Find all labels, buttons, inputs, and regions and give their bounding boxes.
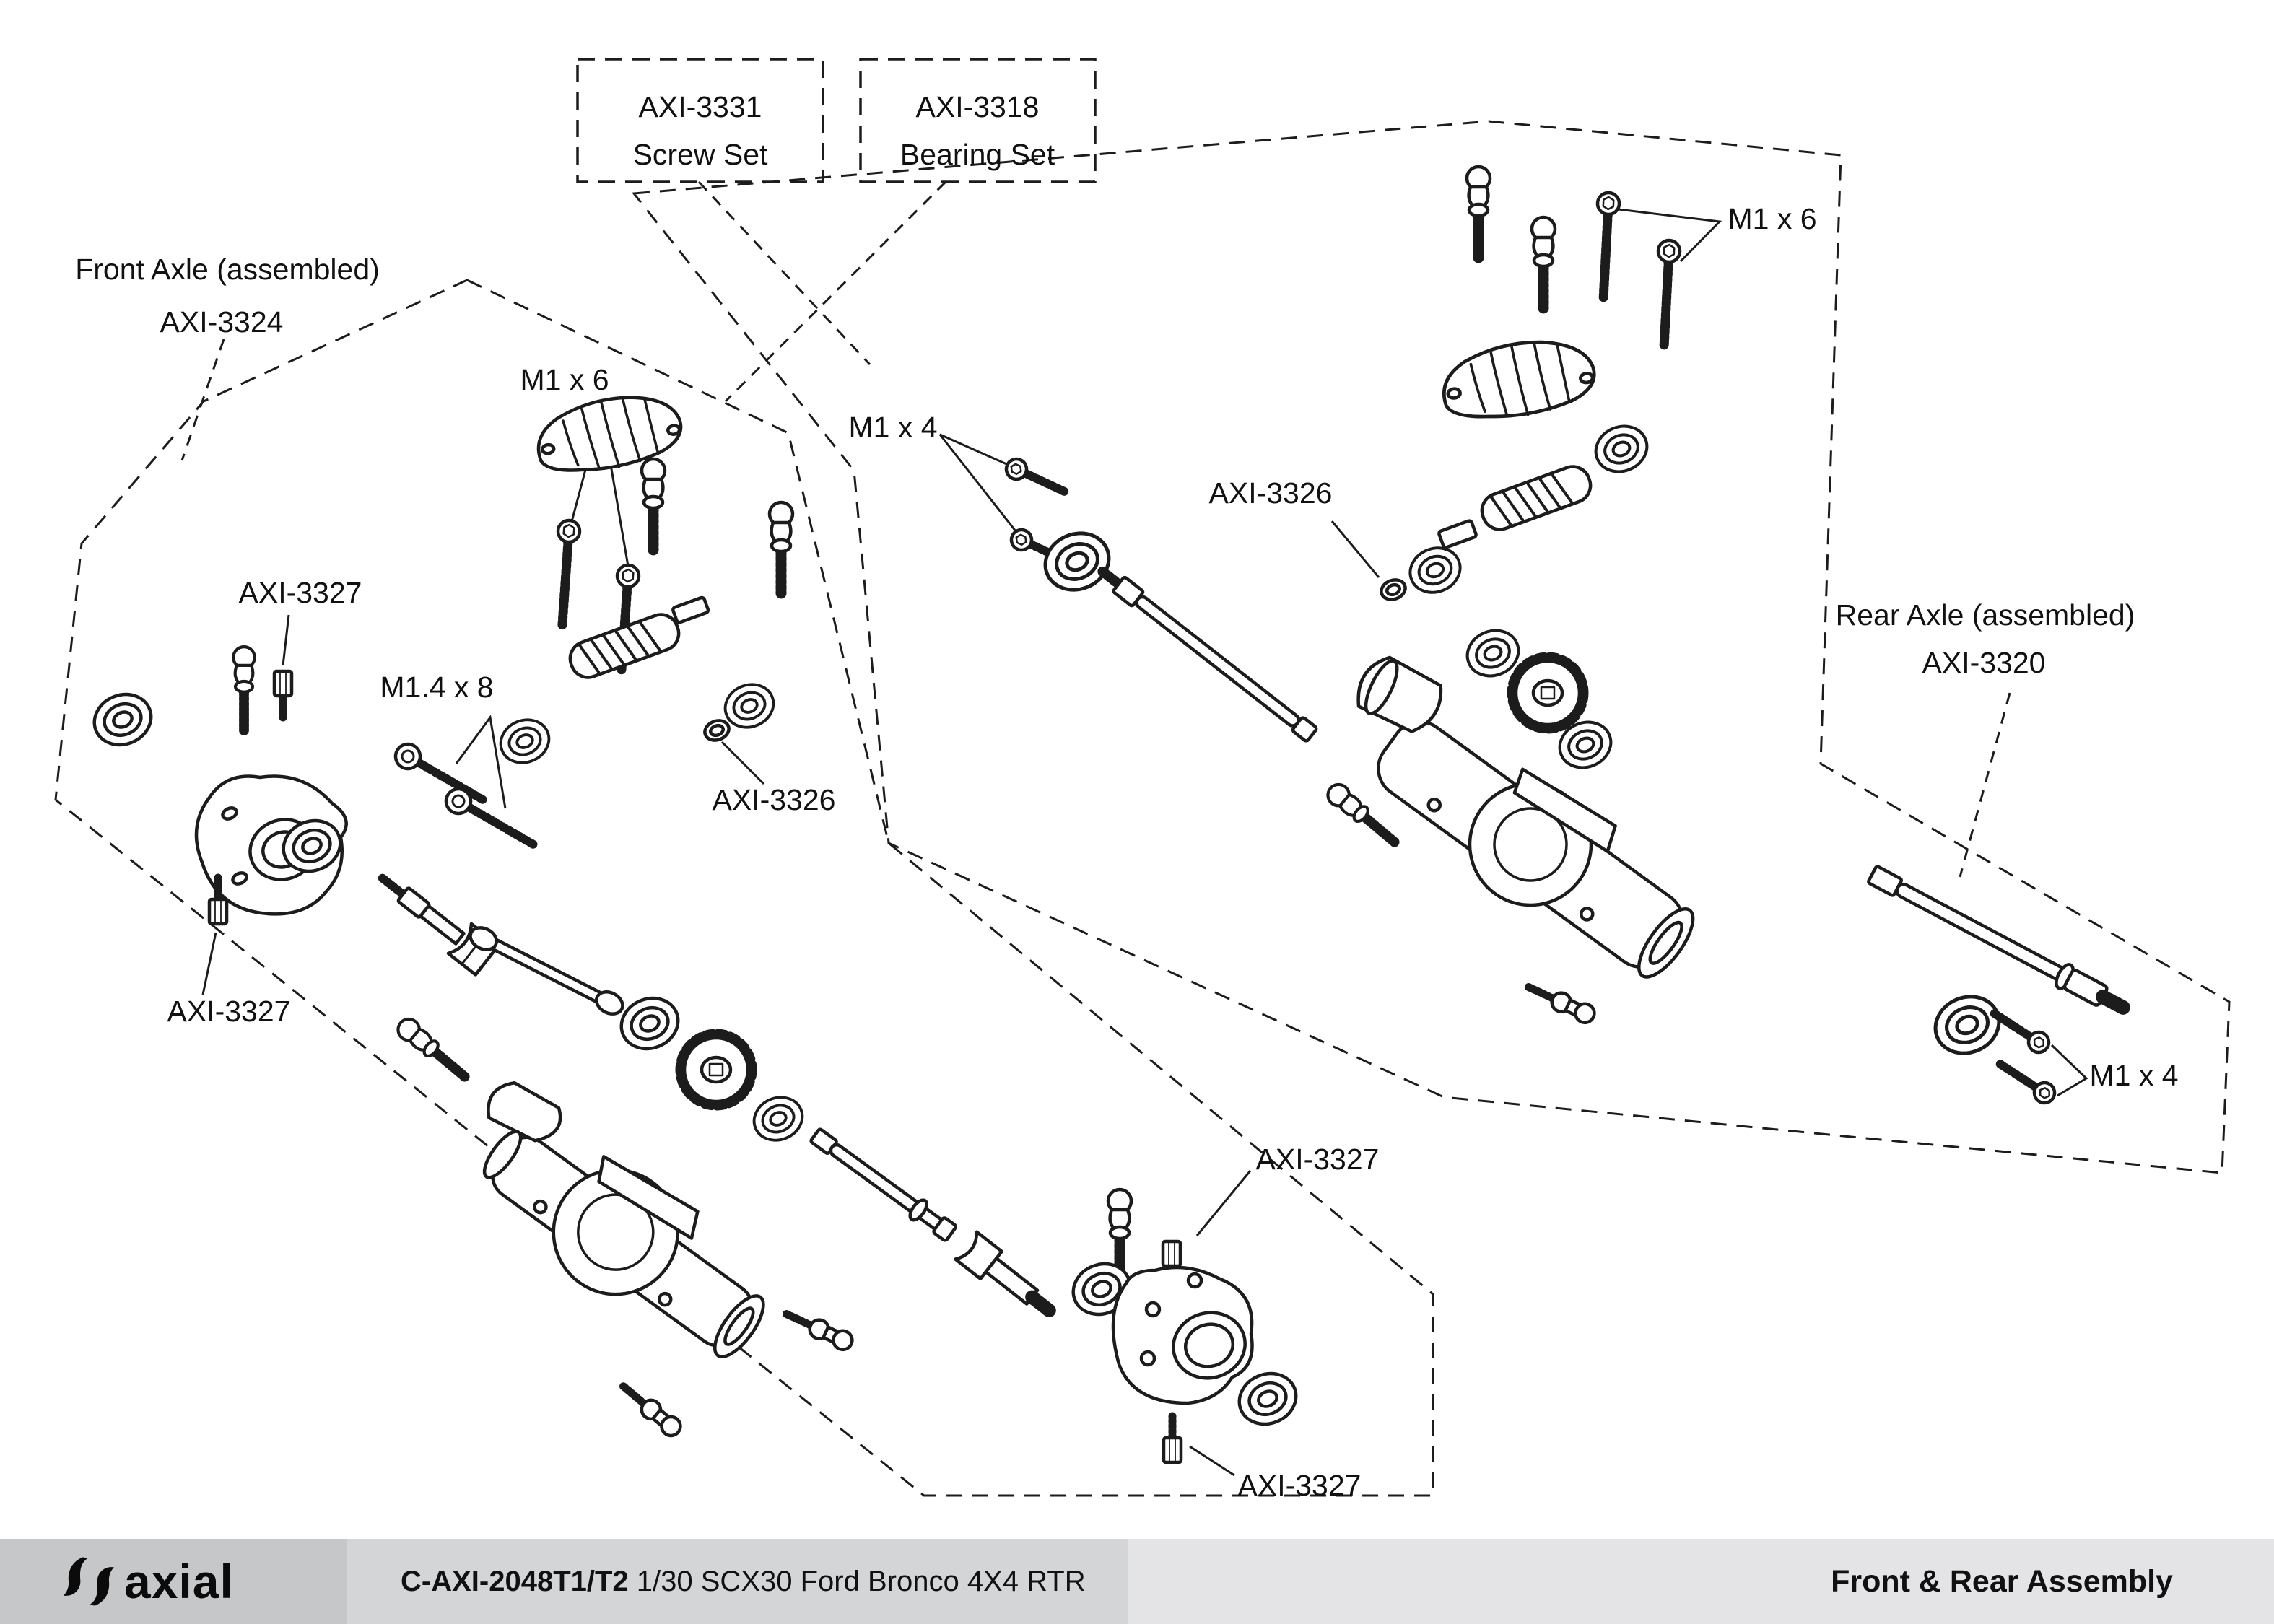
footer-doc-block: C-AXI-2048T1/T2 1/30 SCX30 Ford Bronco 4…: [347, 1539, 1128, 1624]
callout-rear-m1x4-left: M1 x 4: [848, 411, 937, 444]
bearing: [492, 711, 557, 772]
callout-rear-m1x6: M1 x 6: [1728, 202, 1816, 235]
callout-front-axi3326: AXI-3326: [713, 783, 836, 816]
footer-page-title-block: Front & Rear Assembly: [1128, 1539, 2274, 1624]
axle-shaft: [809, 1127, 957, 1242]
ball-stud: [1467, 167, 1490, 258]
link-ball-stud: [617, 1379, 684, 1440]
hub-axi3327-top-leader: [1195, 1170, 1252, 1236]
m1.4x8-screw: [442, 785, 540, 855]
front-axle-title: Front Axle (assembled): [75, 253, 380, 286]
axial-logo-wordmark: axial: [124, 1555, 234, 1608]
m1x6-screw: [552, 520, 580, 626]
worm-pinion-shaft: [1437, 462, 1595, 549]
doc-number: C-AXI-2048T1/T2: [401, 1565, 629, 1597]
hub-axi3327-bottom-leader: [1189, 1445, 1235, 1477]
screw-set-label: Screw Set: [633, 138, 768, 171]
flanged-bearing: [1927, 987, 2008, 1062]
output-cup-shaft: [378, 873, 501, 977]
rear-stub-axle-shaft: [1867, 865, 2133, 1016]
bearing: [746, 1088, 811, 1149]
rear-axle-housing: [1356, 655, 1695, 979]
m1.4x8-screw: [391, 740, 489, 811]
hub-carrier: [1111, 1265, 1254, 1405]
bearing: [614, 990, 686, 1057]
screw-set-leader: [697, 180, 871, 366]
rear-m1x4-right-leader: [2050, 1044, 2088, 1097]
callout-hub-axi3327-bottom: AXI-3327: [1238, 1469, 1362, 1502]
axial-logo-icon: [64, 1557, 114, 1606]
bearing: [87, 686, 159, 753]
bearing-set-part-no: AXI-3318: [916, 90, 1040, 123]
spur-gear: [680, 1034, 752, 1106]
ball-stud: [1532, 217, 1555, 308]
front-axle-part-no: AXI-3324: [160, 305, 284, 339]
rear-axle-region-outline: [632, 120, 2231, 1174]
callout-rear-axi3326: AXI-3326: [1209, 476, 1333, 510]
bearing: [1589, 419, 1654, 479]
m1x4-screw: [1003, 455, 1069, 501]
bearing: [1402, 539, 1468, 601]
callout-front-m1x6: M1 x 6: [520, 363, 609, 396]
ball-stud: [393, 1015, 471, 1085]
footer-logo-block: axial: [0, 1539, 347, 1624]
ball-stud: [233, 647, 254, 730]
shim-washer: [702, 717, 732, 743]
front-axle-housing: [482, 1081, 765, 1358]
rear-axle-label-leader: [1959, 692, 2011, 878]
standoff-screw: [1164, 1416, 1181, 1462]
rear-axi3326-leader: [1330, 520, 1380, 578]
flanged-bearing: [1037, 524, 1118, 599]
screw-set-box: [576, 58, 824, 183]
link-ball-stud: [783, 1306, 855, 1353]
rear-m1x6-leader: [1618, 208, 1722, 263]
m1x6-screw: [1653, 240, 1681, 345]
link-ball-stud: [1525, 979, 1598, 1026]
ball-stud: [770, 502, 793, 593]
axle-shaft-long: [1097, 566, 1318, 743]
front-axle-label-leader: [180, 339, 225, 461]
rear-m1x4-left-leader: [938, 433, 1025, 542]
front-axi3326-leader: [720, 741, 765, 785]
callout-rear-m1x4-right: M1 x 4: [2089, 1059, 2178, 1092]
diff-cover: [1442, 340, 1596, 419]
tie-rod: [469, 926, 624, 1016]
callout-front-axi3327-bottom: AXI-3327: [167, 995, 291, 1028]
doc-title: 1/30 SCX30 Ford Bronco 4X4 RTR: [628, 1565, 1086, 1597]
page-title: Front & Rear Assembly: [1831, 1563, 2173, 1599]
bearing: [1232, 1365, 1304, 1432]
callout-front-m14x8: M1.4 x 8: [380, 671, 493, 704]
shim-washer: [1379, 577, 1408, 603]
callout-hub-axi3327-top: AXI-3327: [1256, 1143, 1380, 1176]
bearing-set-leader: [724, 180, 947, 403]
front-axi3327-top-leader: [282, 614, 290, 666]
stub-axle: [954, 1230, 1056, 1318]
m1x6-screw: [1593, 192, 1620, 297]
bearing-set-box: [859, 58, 1097, 183]
spur-gear: [1512, 657, 1584, 729]
callout-front-axi3327-top: AXI-3327: [239, 576, 362, 609]
front-m14x8-leader: [455, 715, 507, 809]
front-axi3327-bottom-leader: [201, 932, 217, 995]
rear-axle-part-no: AXI-3320: [1922, 646, 2046, 679]
standoff-screw: [274, 671, 292, 717]
bearing-set-label: Bearing Set: [900, 138, 1055, 171]
screw-set-part-no: AXI-3331: [639, 90, 762, 123]
ball-stud: [642, 459, 665, 550]
diff-cover: [536, 396, 683, 472]
worm-pinion-shaft: [565, 595, 710, 682]
m1x4-screw: [1994, 1055, 2058, 1106]
footer-bar: axial C-AXI-2048T1/T2 1/30 SCX30 Ford Br…: [0, 1539, 2274, 1624]
rear-axle-title: Rear Axle (assembled): [1836, 598, 2135, 632]
